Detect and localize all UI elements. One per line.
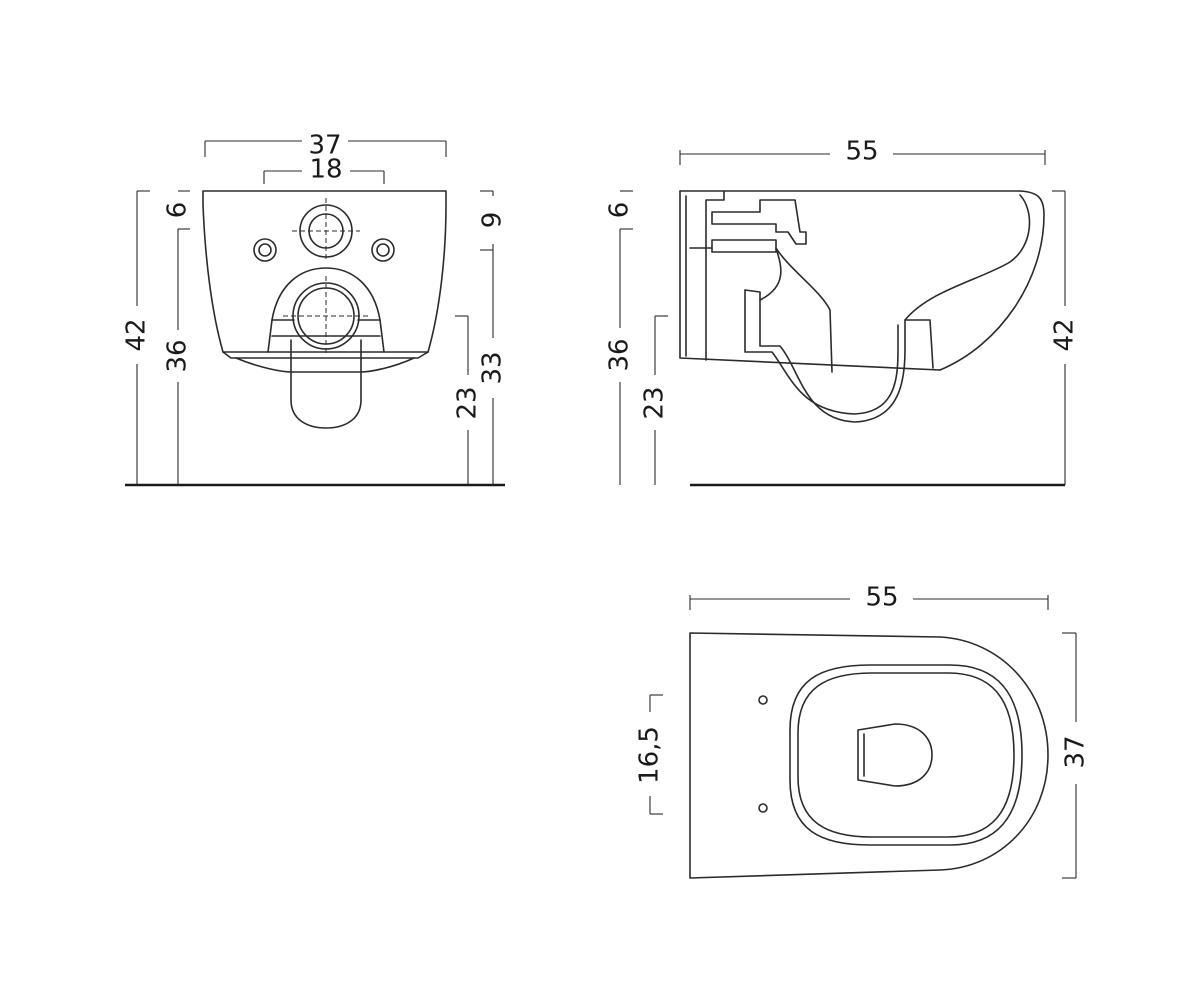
top-outline [689, 632, 1049, 879]
front-view: 37 18 42 6 36 [122, 131, 508, 487]
dim-side-left-6-36: 6 36 [605, 190, 635, 485]
side-back-plate [679, 190, 941, 371]
top-view: 55 16,5 37 [635, 583, 1091, 879]
top-rim [789, 664, 1023, 846]
dim-front-inlets-18: 18 [263, 155, 385, 185]
front-bowl-base [222, 351, 429, 359]
dim-label-top-width: 37 [1061, 735, 1091, 768]
dim-label-front-top-offset: 6 [163, 202, 193, 219]
side-pan-inner [744, 289, 899, 415]
side-bowl-front-inner [904, 194, 1031, 321]
top-bolt-hole-lower [758, 803, 768, 813]
dim-label-top-bolts: 16,5 [635, 726, 665, 784]
front-bolt-hole-right [371, 238, 395, 262]
side-trap [759, 247, 833, 373]
dim-label-front-right-offset: 9 [478, 212, 508, 229]
dim-label-side-depth: 55 [845, 137, 878, 167]
dim-label-side-height-top: 36 [605, 338, 635, 371]
dim-label-front-height-top: 36 [163, 339, 193, 372]
dim-front-height-42: 42 [122, 190, 152, 485]
front-bolt-hole-left-inner [258, 243, 272, 257]
front-outlet-horn [267, 267, 385, 353]
side-inlet-pipe [689, 239, 777, 253]
dim-side-height-42: 42 [1050, 190, 1080, 485]
dim-label-front-outlet-height: 33 [478, 351, 508, 384]
dim-front-right-9-33: 9 33 [478, 190, 508, 485]
side-bowl-front [939, 190, 1045, 371]
top-rim-inner [797, 672, 1015, 838]
dim-front-top-6-36: 6 36 [163, 190, 193, 485]
dim-side-depth-55: 55 [679, 137, 1046, 167]
side-inlet-block [705, 190, 807, 361]
top-bolt-hole-upper [758, 695, 768, 705]
dim-front-drain-23: 23 [453, 315, 483, 485]
dim-label-front-drain: 23 [453, 386, 483, 419]
side-pan-curve [744, 289, 934, 423]
side-view: 55 6 36 23 42 [605, 137, 1080, 487]
front-bowl-outline [202, 190, 447, 353]
dim-side-drain-23: 23 [640, 315, 670, 485]
front-bolt-hole-right-inner [376, 243, 390, 257]
dim-label-side-top-offset: 6 [605, 202, 635, 219]
front-rim-lower [235, 357, 415, 373]
dim-label-side-height: 42 [1050, 318, 1080, 351]
dim-front-width-37: 37 [204, 131, 447, 161]
dim-label-front-height: 42 [122, 318, 152, 351]
dim-top-bolts-16-5: 16,5 [635, 694, 665, 815]
dim-label-side-drain: 23 [640, 386, 670, 419]
front-bolt-hole-left [253, 238, 277, 262]
dim-top-width-37: 37 [1061, 632, 1091, 879]
dim-label-front-width: 37 [308, 131, 341, 161]
dim-label-front-inlets: 18 [309, 155, 342, 185]
dim-label-top-depth: 55 [865, 583, 898, 613]
top-drain [857, 723, 933, 787]
dim-top-depth-55: 55 [689, 583, 1049, 613]
front-outlet-spigot [290, 339, 362, 429]
